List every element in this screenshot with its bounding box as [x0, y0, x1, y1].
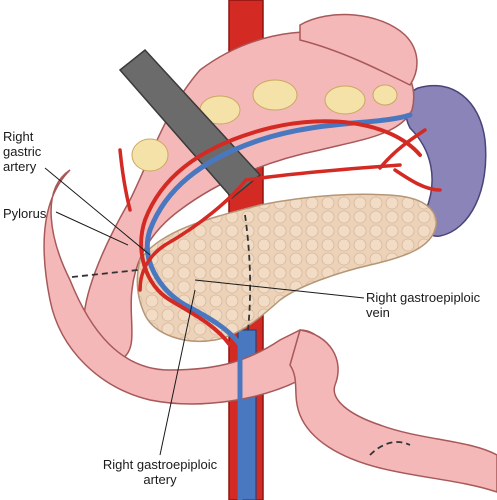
celiac-branches — [118, 128, 442, 292]
jejunum — [289, 329, 497, 493]
label-pylorus: Pylorus — [3, 206, 47, 221]
leader-right-gastroepiploic-vein — [194, 279, 365, 299]
label-right-gastroepiploic-vein: Right gastroepiploic vein — [366, 290, 481, 320]
leader-right-gastric-artery — [44, 167, 151, 256]
omental-fat — [131, 79, 398, 172]
surgical-retractor — [118, 48, 262, 200]
leader-pylorus — [55, 211, 129, 246]
spleen — [404, 84, 487, 237]
leader-lines — [44, 167, 365, 456]
pancreas — [136, 193, 437, 342]
label-right-gastroepiploic-artery: Right gastroepiploic artery — [102, 457, 218, 487]
stomach-fundus — [299, 13, 418, 86]
label-right-gastric-artery: Right gastric artery — [3, 129, 42, 174]
gastroepiploic-artery — [139, 119, 422, 347]
resection-lines — [71, 214, 411, 456]
leader-right-gastroepiploic-artery — [159, 289, 196, 456]
gastroepiploic-vein — [144, 112, 413, 500]
